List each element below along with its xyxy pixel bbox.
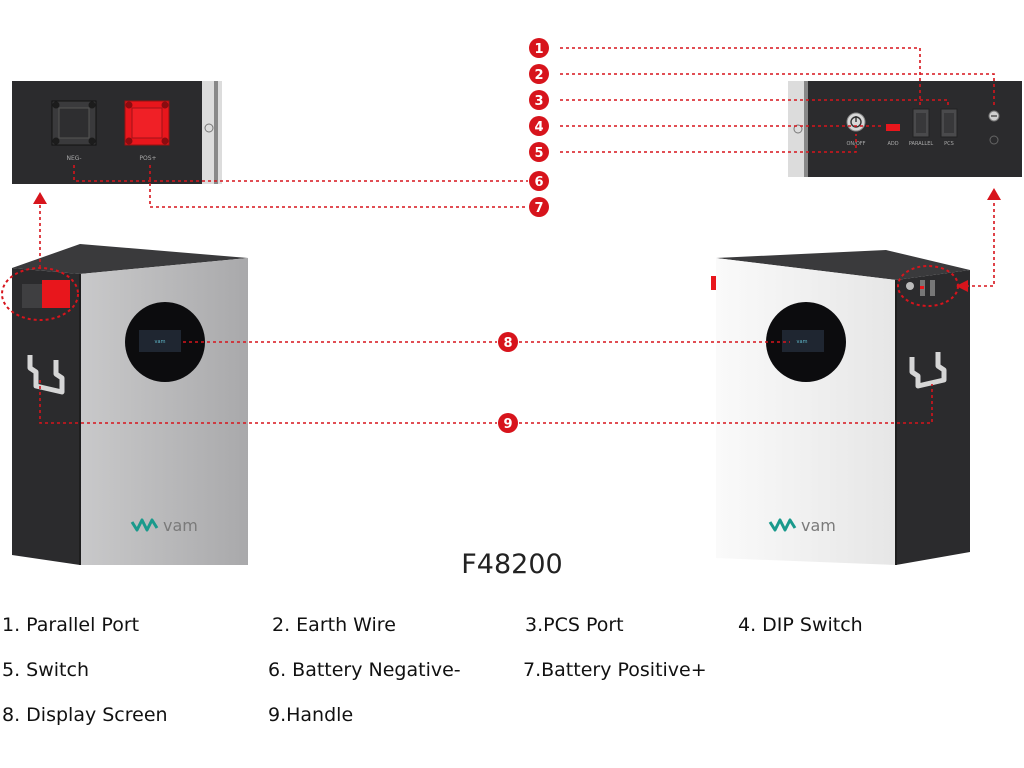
callout-7: 7	[529, 197, 549, 217]
neg-label: NEG-	[66, 155, 81, 162]
callout-9: 9	[498, 413, 518, 433]
pos-label: POS+	[139, 155, 156, 162]
power-switch	[846, 112, 866, 132]
leader-2	[560, 73, 995, 108]
leader-6	[73, 165, 528, 182]
legend-item-7: 7.Battery Positive+	[523, 659, 707, 681]
callout-8-num: 8	[503, 336, 512, 351]
left-terminals	[22, 280, 70, 308]
left-terminal-panel: NEG- POS+	[12, 81, 222, 184]
leader-3	[560, 99, 949, 106]
leader-9	[39, 380, 497, 424]
pcs-label: PCS	[944, 141, 954, 147]
pcs-port	[940, 108, 958, 138]
leader-9b	[519, 384, 933, 424]
brand-name-right: vam	[801, 516, 836, 535]
callout-1-num: 1	[534, 42, 543, 57]
legend-item-1: 1. Parallel Port	[2, 614, 140, 636]
callout-7-num: 7	[534, 201, 543, 216]
left-cabinet: vam vam	[12, 244, 248, 565]
switch-label: ON/OFF	[846, 141, 865, 147]
positive-terminal	[124, 100, 170, 146]
callout-5-num: 5	[534, 146, 543, 161]
legend-item-5: 5. Switch	[2, 659, 89, 681]
leader-1	[560, 47, 921, 106]
legend-item-3: 3.PCS Port	[525, 614, 624, 636]
callout-4: 4	[529, 116, 549, 136]
add-label: ADD	[887, 141, 898, 147]
svg-text:vam: vam	[155, 339, 166, 345]
callout-4-num: 4	[534, 120, 543, 135]
leader-lines	[39, 47, 995, 424]
left-logo: vam	[130, 516, 198, 535]
svg-text:vam: vam	[797, 339, 808, 345]
arrow-heads	[33, 188, 1001, 292]
callout-5: 5	[529, 142, 549, 162]
leader-7	[149, 165, 528, 208]
arrow-right-up	[987, 188, 1001, 200]
earth-screw	[988, 110, 1000, 122]
callout-6-num: 6	[534, 175, 543, 190]
callout-9-num: 9	[503, 417, 512, 432]
callout-3: 3	[529, 90, 549, 110]
right-port-panel: ON/OFF ADD PARALLEL PCS	[788, 81, 1022, 177]
brand-name: vam	[163, 516, 198, 535]
callout-8: 8	[498, 332, 518, 352]
left-handle	[27, 355, 65, 395]
callout-6: 6	[529, 171, 549, 191]
right-handle	[909, 352, 947, 389]
parallel-port	[912, 108, 930, 138]
leader-5	[560, 134, 857, 153]
callout-1: 1	[529, 38, 549, 58]
right-logo: vam	[768, 516, 836, 535]
model-name: F48200	[461, 549, 563, 580]
callout-2: 2	[529, 64, 549, 84]
legend-item-2: 2. Earth Wire	[272, 614, 396, 636]
right-cabinet: vam vam	[711, 250, 970, 565]
legend-item-6: 6. Battery Negative-	[268, 659, 461, 681]
right-ports	[906, 280, 935, 296]
earth-symbol	[989, 135, 999, 145]
dip-switch	[886, 124, 900, 131]
arrow-left-up	[33, 192, 47, 204]
legend-item-9: 9.Handle	[268, 704, 354, 726]
legend-item-4: 4. DIP Switch	[738, 614, 863, 636]
parallel-label: PARALLEL	[909, 141, 934, 147]
callout-3-num: 3	[534, 94, 543, 109]
legend-item-8: 8. Display Screen	[2, 704, 168, 726]
callout-2-num: 2	[534, 68, 543, 83]
negative-terminal	[51, 100, 97, 146]
arrow-right-left	[956, 280, 968, 292]
